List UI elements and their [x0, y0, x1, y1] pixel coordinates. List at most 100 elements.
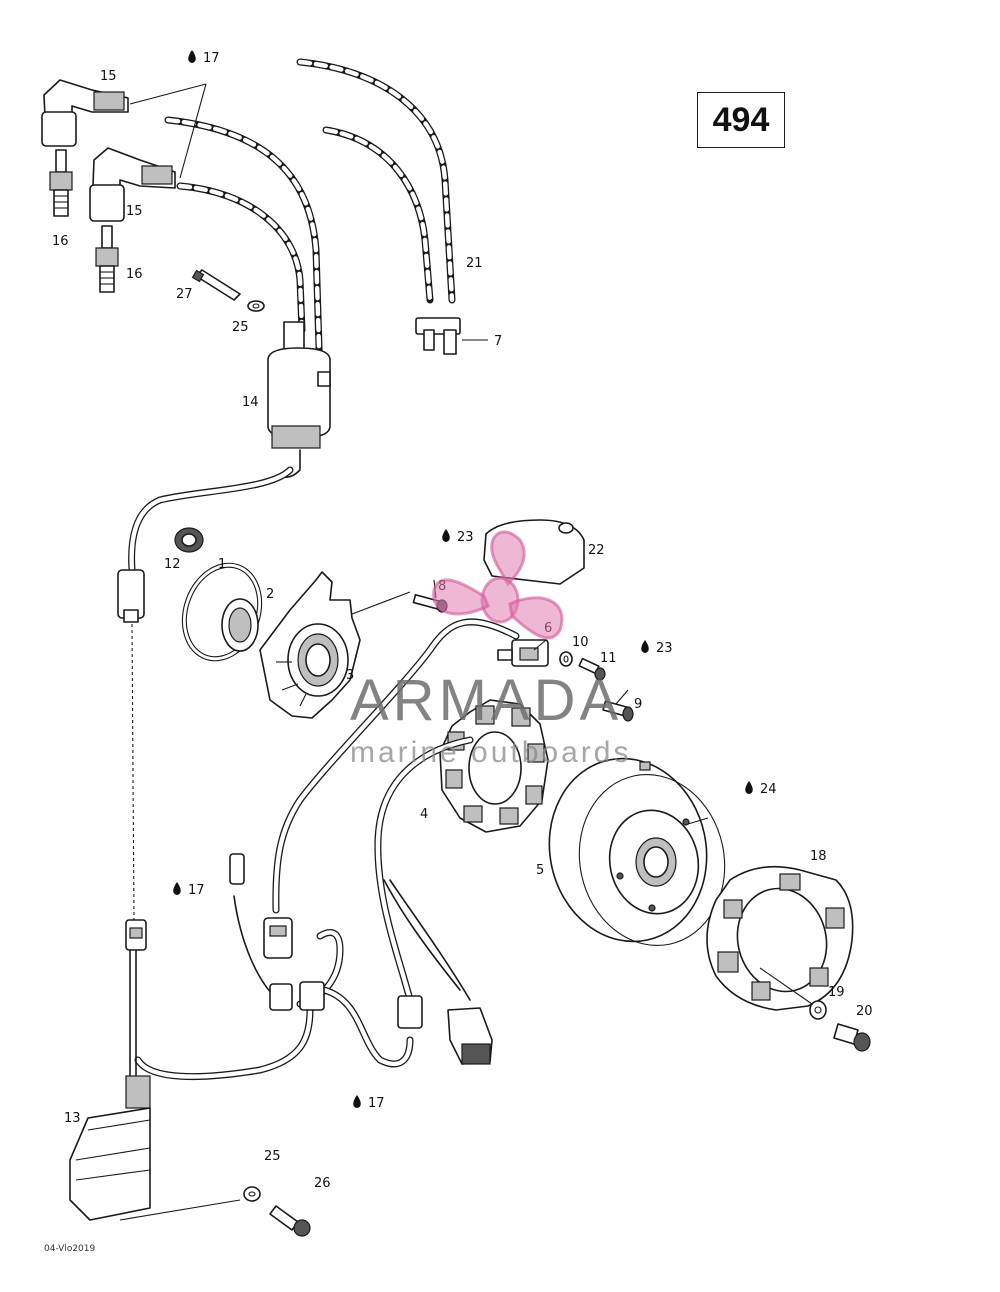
callout-number: 9 [634, 697, 642, 712]
screw-9 [602, 700, 634, 722]
hose-group-top [164, 58, 456, 384]
callout-5: 5 [536, 863, 544, 878]
callout-17: 17 [353, 1095, 385, 1111]
harness-connector-a [263, 917, 293, 959]
diagram-number-box: 494 [697, 92, 785, 148]
screw-11 [578, 657, 606, 681]
callout-number: 17 [368, 1096, 385, 1111]
grommet [174, 527, 204, 553]
callout-14: 14 [242, 395, 259, 410]
callout-number: 14 [242, 395, 259, 410]
watermark-propeller-icon [432, 530, 564, 640]
lubricant-drop-icon [188, 50, 196, 63]
screw-20 [833, 1023, 871, 1052]
callout-labels: 1715151616272514217121232382261011239424… [52, 50, 873, 1191]
callout-13: 13 [64, 1111, 81, 1126]
screw-27 [191, 269, 241, 301]
callout-27: 27 [176, 287, 193, 302]
callout-24: 24 [745, 781, 777, 797]
callout-number: 12 [164, 557, 181, 572]
washer-19 [809, 1000, 827, 1020]
stator [439, 699, 549, 833]
spark-plug-upper [49, 149, 73, 217]
callout-15: 15 [100, 69, 117, 84]
callout-22: 22 [588, 543, 605, 558]
callout-25: 25 [232, 320, 249, 335]
oil-seal [221, 598, 259, 652]
callout-number: 1 [218, 557, 226, 572]
callout-12: 12 [164, 557, 181, 572]
spark-plug-cap-lower [89, 147, 176, 222]
callout-number: 17 [203, 51, 220, 66]
spark-plug-lower [95, 225, 119, 293]
lubricant-drop-icon [745, 781, 753, 794]
ignition-coil [267, 321, 331, 478]
hose-clip [415, 317, 461, 355]
lubricant-drop-icon [353, 1095, 361, 1108]
callout-number: 20 [856, 1004, 873, 1019]
screw-26 [269, 1205, 311, 1237]
callout-3: 3 [346, 668, 354, 683]
callout-number: 23 [457, 530, 474, 545]
callout-number: 23 [656, 641, 673, 656]
callout-1: 1 [218, 557, 226, 572]
callout-number: 22 [588, 543, 605, 558]
callout-16: 16 [126, 267, 143, 282]
lubricant-drop-icon [641, 640, 649, 653]
harness-connector-d [125, 919, 147, 951]
washer-25-bottom [243, 1186, 261, 1202]
callout-23: 23 [442, 529, 474, 545]
callout-20: 20 [856, 1004, 873, 1019]
callout-number: 18 [810, 849, 827, 864]
flywheel [548, 757, 726, 946]
callout-number: 15 [126, 204, 143, 219]
callout-19: 19 [828, 985, 845, 1000]
callout-15: 15 [126, 204, 143, 219]
callout-7: 7 [494, 334, 502, 349]
callout-number: 26 [314, 1176, 331, 1191]
callout-number: 17 [188, 883, 205, 898]
callout-10: 10 [572, 635, 589, 650]
callout-17: 17 [173, 882, 205, 898]
callout-26: 26 [314, 1176, 331, 1191]
lubricant-drop-icon [442, 529, 450, 542]
ring-guard [706, 865, 854, 1011]
callout-number: 19 [828, 985, 845, 1000]
harness-connector-c [229, 853, 245, 885]
callout-number: 25 [264, 1149, 281, 1164]
callout-number: 15 [100, 69, 117, 84]
callout-2: 2 [266, 587, 274, 602]
watermark-subtitle: marine outboards [350, 736, 631, 769]
lubricant-drop-icon [173, 882, 181, 895]
callout-4: 4 [420, 807, 428, 822]
callout-16: 16 [52, 234, 69, 249]
callout-number: 13 [64, 1111, 81, 1126]
callout-number: 27 [176, 287, 193, 302]
watermark-title: ARMADA [350, 668, 622, 733]
watermark: ARMADA marine outboards [350, 530, 631, 769]
callout-21: 21 [466, 256, 483, 271]
callout-number: 11 [600, 651, 617, 666]
callout-23: 23 [641, 640, 673, 656]
callout-number: 24 [760, 782, 777, 797]
stator-connector-large [447, 1007, 493, 1065]
stator-housing [259, 571, 361, 719]
callout-number: 21 [466, 256, 483, 271]
washer-25-top [247, 300, 265, 312]
stator-connector-small [397, 995, 423, 1029]
spark-plug-cap-upper [41, 79, 129, 147]
callout-9: 9 [634, 697, 642, 712]
callout-number: 16 [126, 267, 143, 282]
callout-11: 11 [600, 651, 617, 666]
washer-10 [559, 651, 573, 667]
callout-number: 5 [536, 863, 544, 878]
voltage-regulator [69, 1075, 151, 1221]
callout-number: 2 [266, 587, 274, 602]
callout-number: 3 [346, 668, 354, 683]
callout-number: 4 [420, 807, 428, 822]
callout-25: 25 [264, 1149, 281, 1164]
document-code: 04-Vlo2019 [44, 1244, 96, 1254]
callout-17: 17 [188, 50, 220, 66]
callout-18: 18 [810, 849, 827, 864]
